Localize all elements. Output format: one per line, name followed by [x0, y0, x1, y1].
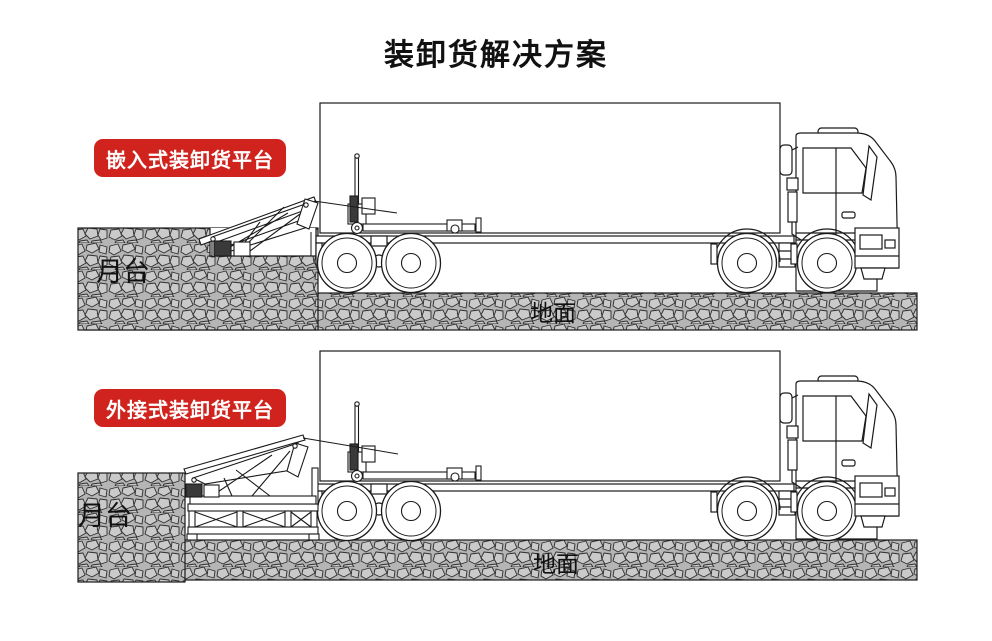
ground-strip	[84, 539, 918, 581]
label-embedded-dock-platform: 嵌入式装卸货平台	[94, 139, 286, 177]
truck	[316, 103, 899, 293]
pump-unit	[213, 240, 232, 257]
scene-embedded: 月台 地面	[77, 103, 918, 331]
page-title: 装卸货解决方案	[384, 39, 608, 72]
leveler-lip	[296, 198, 319, 230]
ground-label: 地面	[533, 551, 579, 577]
leveler-lip	[286, 442, 309, 478]
platform-label: 月台	[78, 501, 132, 531]
truss-stand	[186, 467, 320, 541]
truck	[316, 351, 899, 541]
dock-leveler-embedded	[198, 196, 398, 258]
ground-label: 地面	[530, 300, 576, 326]
scene-external: 月台 地面	[77, 351, 918, 583]
platform-label: 月台	[96, 257, 150, 287]
pump-unit	[185, 483, 203, 498]
label-external-dock-platform: 外接式装卸货平台	[94, 389, 286, 427]
dock-leveler-external	[183, 434, 399, 505]
dock-platform-block	[77, 472, 186, 583]
